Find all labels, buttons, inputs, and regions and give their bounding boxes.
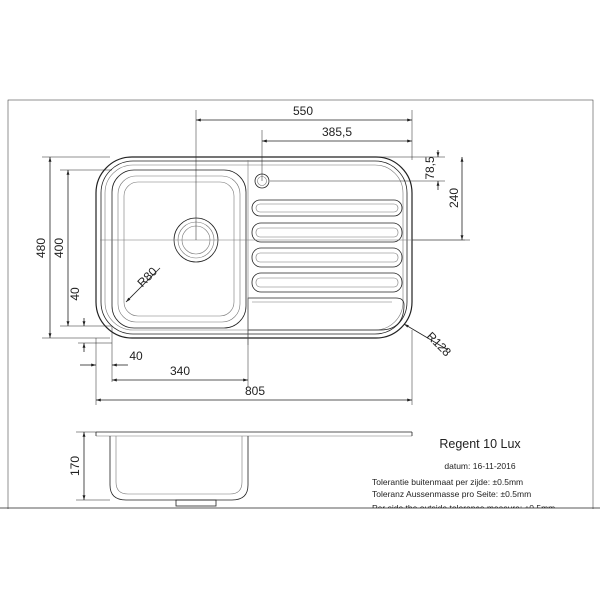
- dim-40-left: 40: [68, 287, 82, 301]
- radius-r128: R128: [424, 329, 454, 359]
- product-name: Regent 10 Lux: [439, 437, 521, 451]
- sink-side-view: [76, 431, 413, 507]
- dim-40-bottom: 40: [129, 349, 143, 363]
- dimension-labels: 550 385,5 78,5 240 480 400 40 40 340 805…: [34, 104, 461, 398]
- dim-78-5: 78,5: [423, 156, 437, 180]
- title-block: Regent 10 Lux datum: 16-11-2016 Tolerant…: [372, 437, 555, 513]
- drawing-date: datum: 16-11-2016: [444, 461, 515, 471]
- drainer-ribs: [247, 199, 405, 331]
- blank-area: [0, 509, 600, 600]
- dim-385-5: 385,5: [322, 125, 352, 139]
- dim-340: 340: [170, 364, 190, 378]
- tolerance-nl: Tolerantie buitenmaat per zijde: ±0.5mm: [372, 477, 523, 487]
- dim-550: 550: [293, 104, 313, 118]
- dim-805: 805: [245, 384, 265, 398]
- tolerance-de: Toleranz Aussenmasse pro Seite: ±0.5mm: [372, 489, 531, 499]
- dim-240: 240: [447, 188, 461, 208]
- dim-480: 480: [34, 238, 48, 258]
- dim-400: 400: [52, 238, 66, 258]
- page-frame: [7, 99, 594, 600]
- radius-r80: R80: [134, 264, 160, 290]
- tolerance-en: Per side the outside tolerance measure: …: [372, 503, 555, 513]
- dimension-lines: [42, 110, 470, 405]
- dim-170: 170: [68, 456, 82, 476]
- sink-bowl: [111, 169, 247, 329]
- sink-top-view: [95, 156, 465, 345]
